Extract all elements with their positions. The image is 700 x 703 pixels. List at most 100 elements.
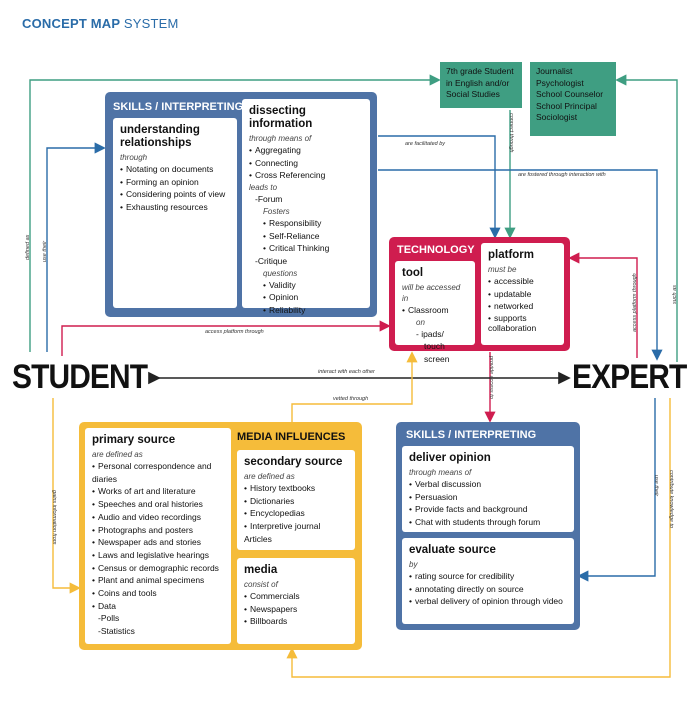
tool-on: on: [416, 317, 425, 327]
list-item: networked: [488, 300, 557, 313]
list-item: supports collaboration: [488, 313, 557, 333]
label-facilitated: are facilitated by: [405, 141, 446, 147]
edge-student-grade7: [29, 74, 441, 352]
list-item: Speeches and oral histories: [92, 498, 224, 511]
understanding-title: understanding relationships: [120, 124, 200, 149]
edge-student-media: [52, 398, 81, 594]
node-professions: Journalist Psychologist School Counselor…: [530, 62, 616, 136]
evaluate-source-box: evaluate source by rating source for cre…: [402, 538, 574, 624]
list-item: rating source for credibility: [409, 570, 567, 583]
label-vetted: vetted through: [333, 396, 369, 402]
skills-bottom-header: SKILLS / INTERPRETING: [406, 429, 537, 441]
dissecting-fosters: Fosters: [263, 206, 290, 216]
list-item: accessible: [488, 275, 557, 288]
list-item: Interpretive journal Articles: [244, 520, 348, 545]
list-item: Reliability: [249, 304, 363, 317]
profession-sociologist: Sociologist: [536, 112, 578, 122]
list-item: Census or demographic records: [92, 562, 224, 575]
title-light: SYSTEM: [123, 16, 179, 31]
media-sub: consist of: [244, 580, 278, 589]
edge-expert-skillsbottom: [577, 398, 656, 582]
node-student: STUDENT: [12, 358, 148, 396]
list-item: Validity: [249, 279, 363, 292]
list-item: Cross Referencing: [249, 169, 363, 182]
list-item: Laws and legislative hearings: [92, 549, 224, 562]
profession-journalist: Journalist: [536, 66, 573, 76]
list-item: Commercials: [244, 590, 348, 603]
secondary-source-box: secondary source are defined as History …: [237, 450, 355, 550]
list-item: Classroom: [402, 304, 468, 317]
page-title: CONCEPT MAP SYSTEM: [22, 16, 179, 31]
label-use-their-expert: use their: [653, 475, 659, 497]
primary-source-box: primary source are defined as Personal c…: [85, 428, 231, 644]
label-connect: connect through: [508, 113, 514, 153]
list-item: -Forum: [255, 194, 283, 205]
tool-title: tool: [402, 267, 424, 279]
secondary-sub: are defined as: [244, 472, 295, 481]
evaluate-title: evaluate source: [409, 544, 496, 556]
edge-student-skills: [46, 142, 106, 352]
secondary-title: secondary source: [244, 456, 343, 468]
list-item: Coins and tools: [92, 587, 224, 600]
list-item: -Critique: [255, 255, 288, 266]
dissecting-questions: questions: [263, 268, 298, 278]
dissecting-title: dissecting information: [249, 105, 313, 130]
profession-psychologist: Psychologist: [536, 77, 584, 88]
primary-title: primary source: [92, 434, 176, 446]
media-title: media: [244, 564, 278, 576]
edge-skills-expert: [378, 169, 663, 361]
list-item: Exhausting resources: [120, 201, 230, 214]
list-item: Persuasion: [409, 491, 567, 504]
list-item: Chat with students through forum: [409, 516, 567, 529]
list-item: Critical Thinking: [249, 242, 363, 255]
list-item: Personal correspondence and diaries: [92, 460, 224, 485]
profession-counselor: School Counselor: [536, 89, 604, 99]
technology-header: TECHNOLOGY: [397, 244, 475, 256]
label-access-expert: access platform through: [632, 273, 638, 332]
list-item: History textbooks: [244, 482, 348, 495]
list-item: Dictionaries: [244, 495, 348, 508]
node-expert: EXPERT: [572, 358, 687, 396]
deliver-opinion-box: deliver opinion through means of Verbal …: [402, 446, 574, 532]
list-item: Newspaper ads and stories: [92, 536, 224, 549]
label-such-as: such as: [672, 285, 678, 304]
primary-sub: are defined as: [92, 450, 143, 459]
technology-box: TECHNOLOGY tool will be accessed in Clas…: [389, 237, 570, 364]
edge-student-platform: [61, 320, 391, 356]
profession-principal: School Principal: [536, 100, 597, 111]
list-item: updatable: [488, 288, 557, 301]
skills-interpreting-bottom: SKILLS / INTERPRETING deliver opinion th…: [396, 422, 580, 630]
grade7-line1: 7th grade Student: [446, 66, 514, 76]
tool-sub: will be accessed in: [402, 283, 461, 303]
list-item: Newspapers: [244, 603, 348, 616]
edge-expert-professions: [615, 74, 678, 362]
list-item: Encyclopedias: [244, 507, 348, 520]
list-item: Works of art and literature: [92, 485, 224, 498]
list-item: Notating on documents: [120, 163, 230, 176]
dissecting-leads: leads to: [249, 183, 278, 193]
title-bold: CONCEPT MAP: [22, 16, 121, 31]
skills-top-header: SKILLS / INTERPRETING: [113, 101, 244, 113]
edge-expert-platform: [568, 252, 638, 358]
platform-box: platform must be accessible updatable ne…: [481, 243, 564, 345]
label-defined-as: defined as: [25, 234, 31, 260]
deliver-sub: through means of: [409, 468, 472, 477]
dissecting-sub: through means of: [249, 134, 312, 143]
skills-interpreting-top: SKILLS / INTERPRETING understanding rela…: [105, 92, 377, 317]
list-item: Provide facts and background: [409, 503, 567, 516]
label-access-student: access platform through: [205, 329, 264, 335]
understanding-sub: through: [120, 153, 148, 162]
list-item: Audio and video recordings: [92, 511, 224, 524]
list-item: Forming an opinion: [120, 176, 230, 189]
list-item: -Statistics: [98, 626, 135, 637]
list-item: Aggregating: [249, 144, 363, 157]
list-item: Plant and animal specimens: [92, 574, 224, 587]
media-header: MEDIA INFLUENCES: [237, 431, 346, 443]
list-item: Billboards: [244, 615, 348, 628]
list-item: - ipads/: [416, 328, 444, 339]
list-item: Opinion: [249, 291, 363, 304]
tool-box: tool will be accessed in Classroom on - …: [395, 261, 475, 364]
list-item: Connecting: [249, 157, 363, 170]
platform-title: platform: [488, 249, 534, 261]
media-influences-box: MEDIA INFLUENCES primary source are defi…: [79, 422, 362, 650]
